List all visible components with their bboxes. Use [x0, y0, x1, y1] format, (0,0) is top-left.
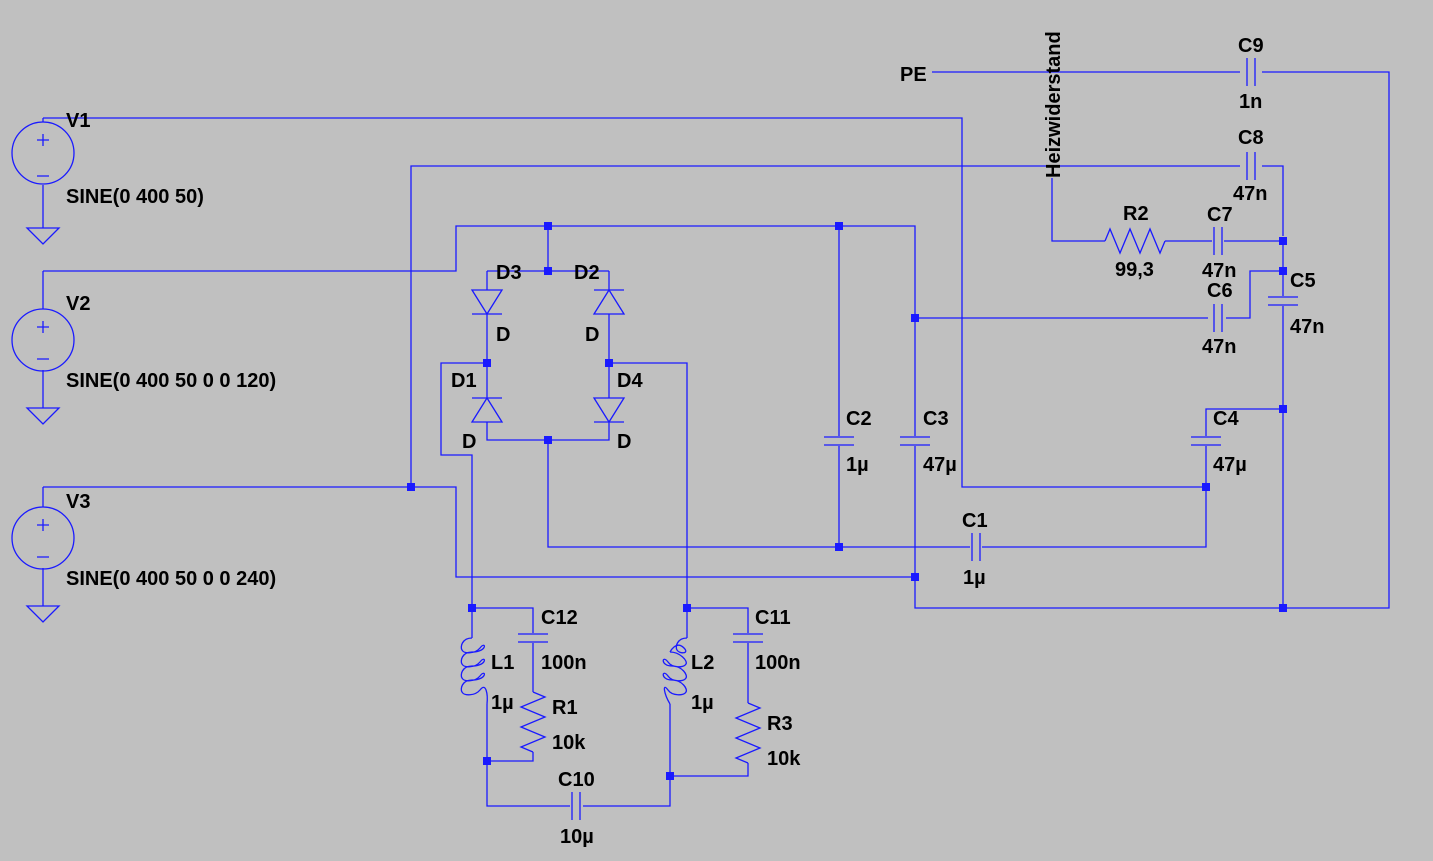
- ground-symbols: [25, 185, 61, 623]
- junction-dot: [1279, 604, 1287, 612]
- c1-value: 1µ: [963, 567, 986, 589]
- inductor-l2[interactable]: L2 1µ: [662, 637, 714, 714]
- capacitor-c12[interactable]: C12 100n: [518, 607, 587, 674]
- c11-name: C11: [755, 607, 791, 629]
- junction-dot: [1279, 237, 1287, 245]
- junction-dot: [483, 757, 491, 765]
- r3-value: 10k: [767, 748, 801, 770]
- capacitor-c8[interactable]: C8 47n: [1233, 127, 1267, 205]
- net-label-heizwiderstand: Heizwiderstand: [1043, 31, 1065, 178]
- c3-value: 47µ: [923, 454, 957, 476]
- junction-dot: [911, 314, 919, 322]
- c4-value: 47µ: [1213, 454, 1247, 476]
- capacitor-c5[interactable]: C5 47n: [1268, 270, 1324, 338]
- diode-d2[interactable]: D2 D: [574, 262, 626, 346]
- c9-name: C9: [1238, 35, 1264, 57]
- capacitor-c3[interactable]: C3 47µ: [900, 408, 957, 476]
- capacitor-c1[interactable]: C1 1µ: [962, 510, 988, 589]
- r3-name: R3: [767, 713, 793, 735]
- capacitor-c11[interactable]: C11 100n: [733, 607, 801, 674]
- v3-name: V3: [66, 491, 90, 513]
- c5-value: 47n: [1290, 316, 1324, 338]
- d3-name: D3: [496, 262, 522, 284]
- d4-name: D4: [617, 370, 643, 392]
- c2-name: C2: [846, 408, 872, 430]
- c3-name: C3: [923, 408, 949, 430]
- resistor-r2[interactable]: R2 99,3: [1104, 203, 1166, 281]
- diode-d3[interactable]: D3 D: [470, 262, 522, 346]
- junction-dot: [544, 222, 552, 230]
- c1-name: C1: [962, 510, 988, 532]
- inductor-l1[interactable]: L1 1µ: [460, 637, 514, 714]
- junction-dot: [683, 604, 691, 612]
- junction-dot: [1202, 483, 1210, 491]
- l2-value: 1µ: [691, 692, 714, 714]
- capacitor-c6[interactable]: C6 47n: [1202, 280, 1236, 358]
- diode-d1[interactable]: D1 D: [451, 370, 504, 453]
- junction-dot: [483, 359, 491, 367]
- c7-value: 47n: [1202, 260, 1236, 282]
- v2-name: V2: [66, 293, 90, 315]
- voltage-source-v3[interactable]: V3 SINE(0 400 50 0 0 240): [11, 487, 276, 590]
- capacitor-c2[interactable]: C2 1µ: [824, 408, 872, 476]
- c6-name: C6: [1207, 280, 1233, 302]
- d4-model: D: [617, 431, 631, 453]
- capacitor-c4[interactable]: C4 47µ: [1191, 408, 1247, 476]
- c4-name: C4: [1213, 408, 1239, 430]
- l2-name: L2: [691, 652, 714, 674]
- d2-name: D2: [574, 262, 600, 284]
- r1-name: R1: [552, 697, 578, 719]
- voltage-source-v2[interactable]: V2 SINE(0 400 50 0 0 120): [11, 271, 276, 392]
- c8-name: C8: [1238, 127, 1264, 149]
- v1-name: V1: [66, 110, 90, 132]
- c9-value: 1n: [1239, 91, 1262, 113]
- r1-value: 10k: [552, 732, 586, 754]
- r2-value: 99,3: [1115, 259, 1154, 281]
- c12-name: C12: [541, 607, 578, 629]
- capacitor-c10[interactable]: C10 10µ: [558, 769, 595, 848]
- v3-value: SINE(0 400 50 0 0 240): [66, 568, 276, 590]
- junction-dots: [407, 222, 1287, 780]
- junction-dot: [605, 359, 613, 367]
- l1-value: 1µ: [491, 692, 514, 714]
- l1-name: L1: [491, 652, 514, 674]
- d3-model: D: [496, 324, 510, 346]
- resistor-r3[interactable]: R3 10k: [734, 702, 801, 770]
- wires: [43, 71, 1390, 807]
- resistor-r1[interactable]: R1 10k: [519, 691, 586, 754]
- c11-value: 100n: [755, 652, 801, 674]
- junction-dot: [1279, 405, 1287, 413]
- voltage-source-v1[interactable]: V1 SINE(0 400 50): [11, 110, 204, 208]
- capacitor-c7[interactable]: C7 47n: [1202, 204, 1236, 282]
- r2-name: R2: [1123, 203, 1149, 225]
- c8-value: 47n: [1233, 183, 1267, 205]
- d1-model: D: [462, 431, 476, 453]
- junction-dot: [544, 436, 552, 444]
- c12-value: 100n: [541, 652, 587, 674]
- junction-dot: [1279, 267, 1287, 275]
- d2-model: D: [585, 324, 599, 346]
- c7-name: C7: [1207, 204, 1233, 226]
- junction-dot: [407, 483, 415, 491]
- junction-dot: [835, 222, 843, 230]
- c6-value: 47n: [1202, 336, 1236, 358]
- c10-name: C10: [558, 769, 595, 791]
- d1-name: D1: [451, 370, 477, 392]
- diode-d4[interactable]: D4 D: [592, 370, 643, 453]
- junction-dot: [911, 573, 919, 581]
- junction-dot: [835, 543, 843, 551]
- junction-dot: [544, 267, 552, 275]
- c5-name: C5: [1290, 270, 1316, 292]
- capacitor-c9[interactable]: C9 1n: [1238, 35, 1264, 113]
- net-label-pe: PE: [900, 64, 927, 86]
- v1-value: SINE(0 400 50): [66, 186, 204, 208]
- junction-dot: [666, 772, 674, 780]
- c2-value: 1µ: [846, 454, 869, 476]
- v2-value: SINE(0 400 50 0 0 120): [66, 370, 276, 392]
- junction-dot: [468, 604, 476, 612]
- c10-value: 10µ: [560, 826, 594, 848]
